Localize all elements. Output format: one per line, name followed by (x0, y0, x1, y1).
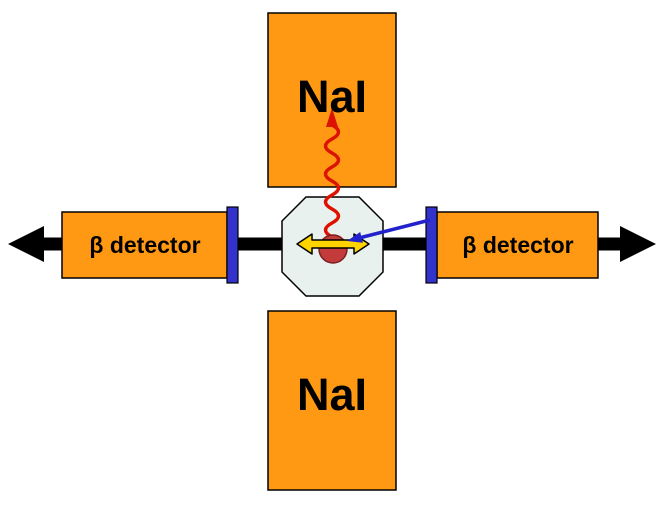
beta-detector-left-window-strip (226, 206, 239, 284)
beta-detector-right-box (436, 211, 599, 279)
source-sphere (318, 234, 348, 264)
beam-arrowhead-left-icon (8, 226, 44, 262)
beta-particle-arrowhead-icon (347, 232, 363, 243)
nai-detector-top-box (267, 12, 397, 188)
nai-bottom-label: NaI (297, 369, 367, 420)
gamma-photon-arrowhead-icon (326, 108, 338, 127)
beta-detector-left-label: β detector (89, 232, 200, 258)
nai-detector-bottom-box (267, 310, 397, 491)
beta-particle-arrow-line (358, 218, 431, 240)
beta-detector-right-label: β detector (462, 232, 573, 258)
beam-arrowhead-right-icon (620, 226, 656, 262)
back-to-back-yellow-arrow (296, 233, 370, 255)
beta-detector-left-box (61, 211, 228, 279)
gamma-photon-wavy-line (323, 123, 341, 239)
beta-particle-arrow (347, 218, 431, 243)
nai-top-label: NaI (297, 71, 367, 122)
beta-detector-right-window-strip (425, 206, 438, 284)
